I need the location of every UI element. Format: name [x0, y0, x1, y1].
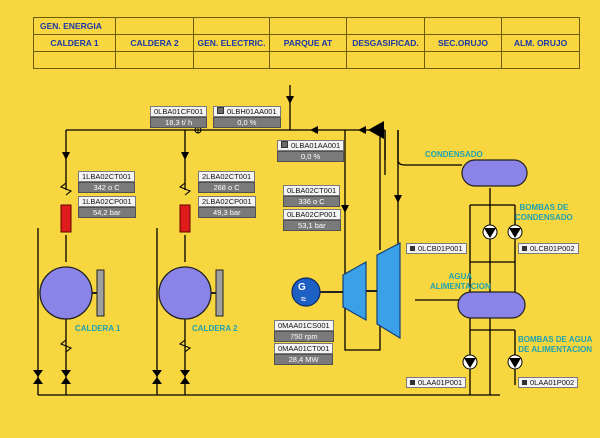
status-square-icon: [522, 380, 527, 385]
tag-label: 0MAA01CT001: [274, 343, 334, 354]
label-caldera-1: CALDERA 1: [75, 324, 121, 333]
generator-symbol: G: [298, 282, 306, 293]
steam-turbine[interactable]: [320, 242, 401, 340]
tag-value: 18,3 t/ h: [150, 117, 208, 128]
status-square-icon: [217, 107, 224, 114]
tag-label: 0LBA02CT001: [283, 185, 341, 196]
drain-valves[interactable]: [33, 370, 190, 384]
tag-value: 54,2 bar: [78, 207, 136, 218]
tag-value: 28,4 MW: [274, 354, 334, 365]
generator[interactable]: [291, 277, 321, 307]
feedwater-tank[interactable]: [457, 291, 526, 319]
generator-tilde: ≈: [301, 294, 306, 304]
tag-boiler2-pressure[interactable]: 2LBA02CP001 49,3 bar: [198, 196, 256, 218]
label-agua-alimentacion: AGUA ALIMENTACION: [430, 272, 491, 291]
tag-label: 1LBA02CT001: [78, 171, 136, 182]
tag-label: 2LBA02CT001: [198, 171, 256, 182]
tag-label: 1LBA02CP001: [78, 196, 136, 207]
condensate-tank[interactable]: [461, 159, 528, 187]
tag-value: 336 o C: [283, 196, 341, 207]
status-square-icon: [522, 246, 527, 251]
tag-turbine-pressure[interactable]: 0LBA02CP001 53,1 bar: [283, 209, 341, 231]
feedwater-pumps[interactable]: [462, 354, 523, 370]
tag-label: 0LBH01AA001: [213, 106, 281, 117]
tag-label: 0MAA01CS001: [274, 320, 334, 331]
tag-value: 49,3 bar: [198, 207, 256, 218]
boiler-1-heater: [60, 204, 72, 233]
tag-generator-speed[interactable]: 0MAA01CS001 750 rpm: [274, 320, 334, 342]
tag-boiler1-pressure[interactable]: 1LBA02CP001 54,2 bar: [78, 196, 136, 218]
tag-value: 268 o C: [198, 182, 256, 193]
navigation-table: GEN. ENERGIA CALDERA 1 CALDERA 2 GEN. EL…: [33, 17, 580, 69]
tag-label: 2LBA02CP001: [198, 196, 256, 207]
label-bombas-condensado: BOMBAS DE CONDENSADO: [515, 203, 573, 222]
tag-value: 750 rpm: [274, 331, 334, 342]
tag-label: 0LBA02CP001: [283, 209, 341, 220]
tag-value: 53,1 bar: [283, 220, 341, 231]
status-square-icon: [410, 380, 415, 385]
label-condensado: CONDENSADO: [425, 150, 483, 159]
tag-value: 0,0 %: [213, 117, 281, 128]
label-bombas-agua: BOMBAS DE AGUA DE ALIMENTACION: [518, 335, 593, 354]
pump-tag-lcb2[interactable]: 0LCB01P002: [518, 243, 579, 254]
tag-label: 0LBA01CF001: [150, 106, 208, 117]
condensate-pumps[interactable]: [482, 224, 523, 240]
status-square-icon: [281, 141, 288, 148]
tag-value: 342 o C: [78, 182, 136, 193]
flow-arrows: [62, 96, 402, 213]
tag-generator-power[interactable]: 0MAA01CT001 28,4 MW: [274, 343, 334, 365]
tag-turbine-temp[interactable]: 0LBA02CT001 336 o C: [283, 185, 341, 207]
label-caldera-2: CALDERA 2: [192, 324, 238, 333]
tag-boiler2-temp[interactable]: 2LBA02CT001 268 o C: [198, 171, 256, 193]
tag-main-valve[interactable]: 0LBA01AA001 0,0 %: [277, 140, 345, 162]
tag-bypass-valve[interactable]: 0LBH01AA001 0,0 %: [213, 106, 281, 128]
tag-label: 0LBA01AA001: [277, 140, 345, 151]
pump-tag-laa2[interactable]: 0LAA01P002: [518, 377, 579, 388]
pump-tag-laa1[interactable]: 0LAA01P001: [406, 377, 467, 388]
boiler-2-heater: [179, 204, 191, 233]
boiler-2[interactable]: [158, 266, 224, 320]
tag-boiler1-temp[interactable]: 1LBA02CT001 342 o C: [78, 171, 136, 193]
pump-tag-lcb1[interactable]: 0LCB01P001: [406, 243, 467, 254]
tag-steam-flow[interactable]: 0LBA01CF001 18,3 t/ h: [150, 106, 208, 128]
tag-value: 0,0 %: [277, 151, 345, 162]
expansion-joints: [59, 182, 192, 353]
boiler-1[interactable]: [39, 266, 105, 320]
status-square-icon: [410, 246, 415, 251]
